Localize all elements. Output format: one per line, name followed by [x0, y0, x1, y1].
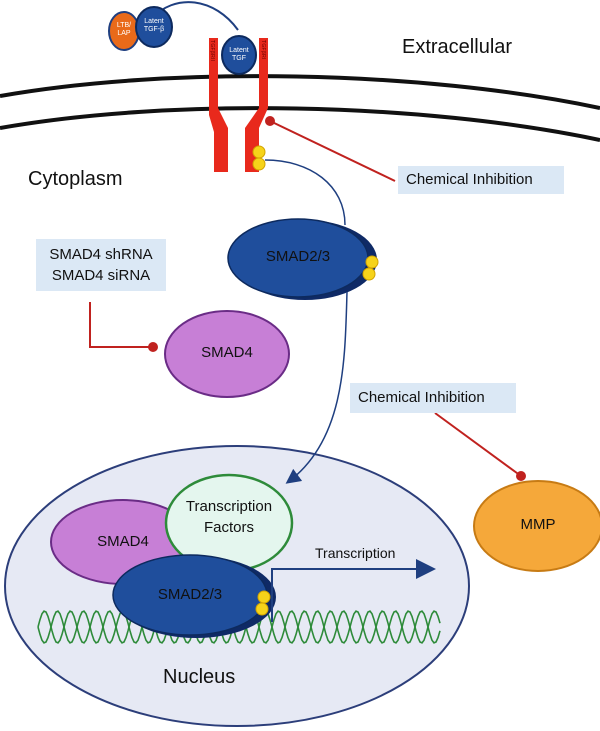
cytoplasm-label: Cytoplasm [28, 168, 123, 190]
bound-latent-tgf-line1: Latent [229, 47, 249, 54]
ltb-lap-line2: LAP [117, 30, 131, 37]
phosphate-dot [252, 157, 266, 171]
smad23-nuc-label: SMAD2/3 [157, 586, 223, 603]
receptor-to-smad-line [264, 159, 346, 226]
membrane-inner-line [0, 106, 600, 142]
phosphate-dot [252, 145, 266, 159]
transcription-factors-line1: Transcription [185, 498, 273, 515]
ltb-lap-line1: LTB/ [116, 22, 132, 29]
receptor-right-label: TGFβRI [260, 40, 266, 60]
transcription-factors-label: Transcription Factors [166, 496, 292, 538]
inhibition-end-smad4 [148, 342, 158, 352]
smad4-shrna-label: SMAD4 shRNA [49, 246, 153, 263]
dna-strand-b [37, 610, 441, 644]
smad4-sirna-label: SMAD4 siRNA [51, 267, 151, 284]
receptor-tgfbrii [209, 38, 228, 172]
bound-latent-tgf-line2: TGF [232, 55, 246, 62]
phosphate-dot [255, 602, 269, 616]
extracellular-label: Extracellular [402, 36, 513, 58]
phosphate-dot [362, 267, 376, 281]
mmp-molecule [473, 480, 600, 572]
phosphate-dot [365, 255, 379, 269]
latent-tgf-beta-line1: Latent [144, 18, 164, 25]
receptor-left-label: TGFβRII [209, 40, 215, 62]
transcription-label: Transcription [315, 545, 396, 561]
latent-tgf-beta-line2: TGF-β [143, 26, 165, 33]
transcription-arrow [271, 559, 436, 622]
bound-latent-tgf-molecule [221, 35, 257, 75]
membrane-outer-line [0, 74, 600, 110]
inhibition-end-mmp [516, 471, 526, 481]
ltb-lap-label: LTB/ LAP [110, 22, 138, 38]
latent-tgf-beta-label: Latent TGF-β [136, 18, 172, 34]
chemical-inhibition-mmp-box: Chemical Inhibition [350, 383, 516, 413]
inhibition-end-receptor [265, 116, 275, 126]
smad23-cyto-label: SMAD2/3 [265, 248, 331, 265]
inhibition-line-receptor [269, 120, 396, 182]
smad4-knockdown-box: SMAD4 shRNA SMAD4 siRNA [36, 239, 166, 291]
smad4-nuc-label: SMAD4 [97, 533, 149, 550]
inhibition-line-mmp [434, 412, 522, 477]
latent-tgf-beta-molecule [135, 6, 173, 48]
smad4-cyto-molecule [164, 310, 290, 398]
mmp-label: MMP [520, 516, 556, 533]
nucleus-label: Nucleus [163, 666, 236, 688]
bound-latent-tgf-label: Latent TGF [223, 47, 255, 63]
transcription-factors-line2: Factors [203, 519, 254, 536]
smad-to-nucleus-arrow [285, 291, 348, 484]
receptor-tgfbri [245, 38, 268, 172]
inhibition-line-smad4 [89, 302, 153, 348]
chemical-inhibition-receptor-box: Chemical Inhibition [398, 166, 564, 194]
smad4-cyto-label: SMAD4 [201, 344, 253, 361]
